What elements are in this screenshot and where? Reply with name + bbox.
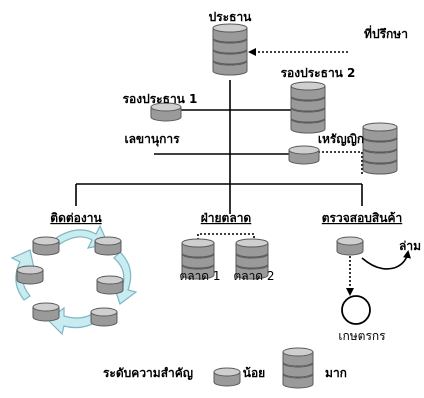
- market-1-label: ตลาด 1: [179, 269, 220, 283]
- legend-high-label: มาก: [325, 366, 347, 380]
- contact-disk-1: [32, 236, 60, 256]
- legend-title: ระดับความสำคัญ: [103, 366, 193, 380]
- contact-disk-5: [32, 302, 60, 322]
- translator-curved-arrow: [361, 250, 411, 270]
- treasurer-link-disk: [288, 145, 320, 165]
- advisor-label: ที่ปรึกษา: [364, 25, 408, 41]
- contact-disk-6: [90, 307, 118, 327]
- vice-president-1-label: รองประธาน 1: [123, 92, 198, 106]
- market-1-disk-stack: [181, 238, 215, 280]
- treasurer-label: เหรัญญิก: [318, 132, 364, 146]
- legend-low-disk: [213, 367, 241, 387]
- market-2-label: ตลาด 2: [233, 269, 274, 283]
- treasurer-disk-stack: [362, 122, 398, 175]
- vice-president-2-disk-stack: [290, 81, 326, 134]
- farmer-label: เกษตรกร: [338, 329, 386, 343]
- inspection-division-label: ตรวจสอบสินค้า: [322, 211, 402, 225]
- contact-disk-2: [94, 236, 122, 256]
- president-disk-stack: [212, 23, 248, 76]
- president-label: ประธาน: [209, 10, 253, 24]
- market-2-disk-stack: [235, 238, 269, 280]
- treasurer-dotted-link: [318, 151, 363, 176]
- contact-disk-4: [96, 275, 124, 295]
- translator-label: ล่าม: [399, 239, 421, 253]
- contact-division-label: ติดต่องาน: [50, 211, 102, 225]
- legend-low-label: น้อย: [243, 366, 265, 380]
- inspection-disk: [336, 236, 364, 256]
- disk-stacks: [16, 23, 398, 389]
- marketing-division-label: ฝ่ายตลาด: [201, 211, 252, 225]
- farmer-circle-icon: [341, 295, 371, 325]
- legend-high-disk-stack: [282, 347, 314, 389]
- dotted-connectors: [197, 48, 363, 296]
- secretary-label: เลขานุการ: [124, 132, 180, 147]
- vice-president-2-label: รองประธาน 2: [281, 66, 356, 80]
- contact-disk-3: [16, 265, 44, 285]
- vice-president-1-disk: [150, 102, 182, 122]
